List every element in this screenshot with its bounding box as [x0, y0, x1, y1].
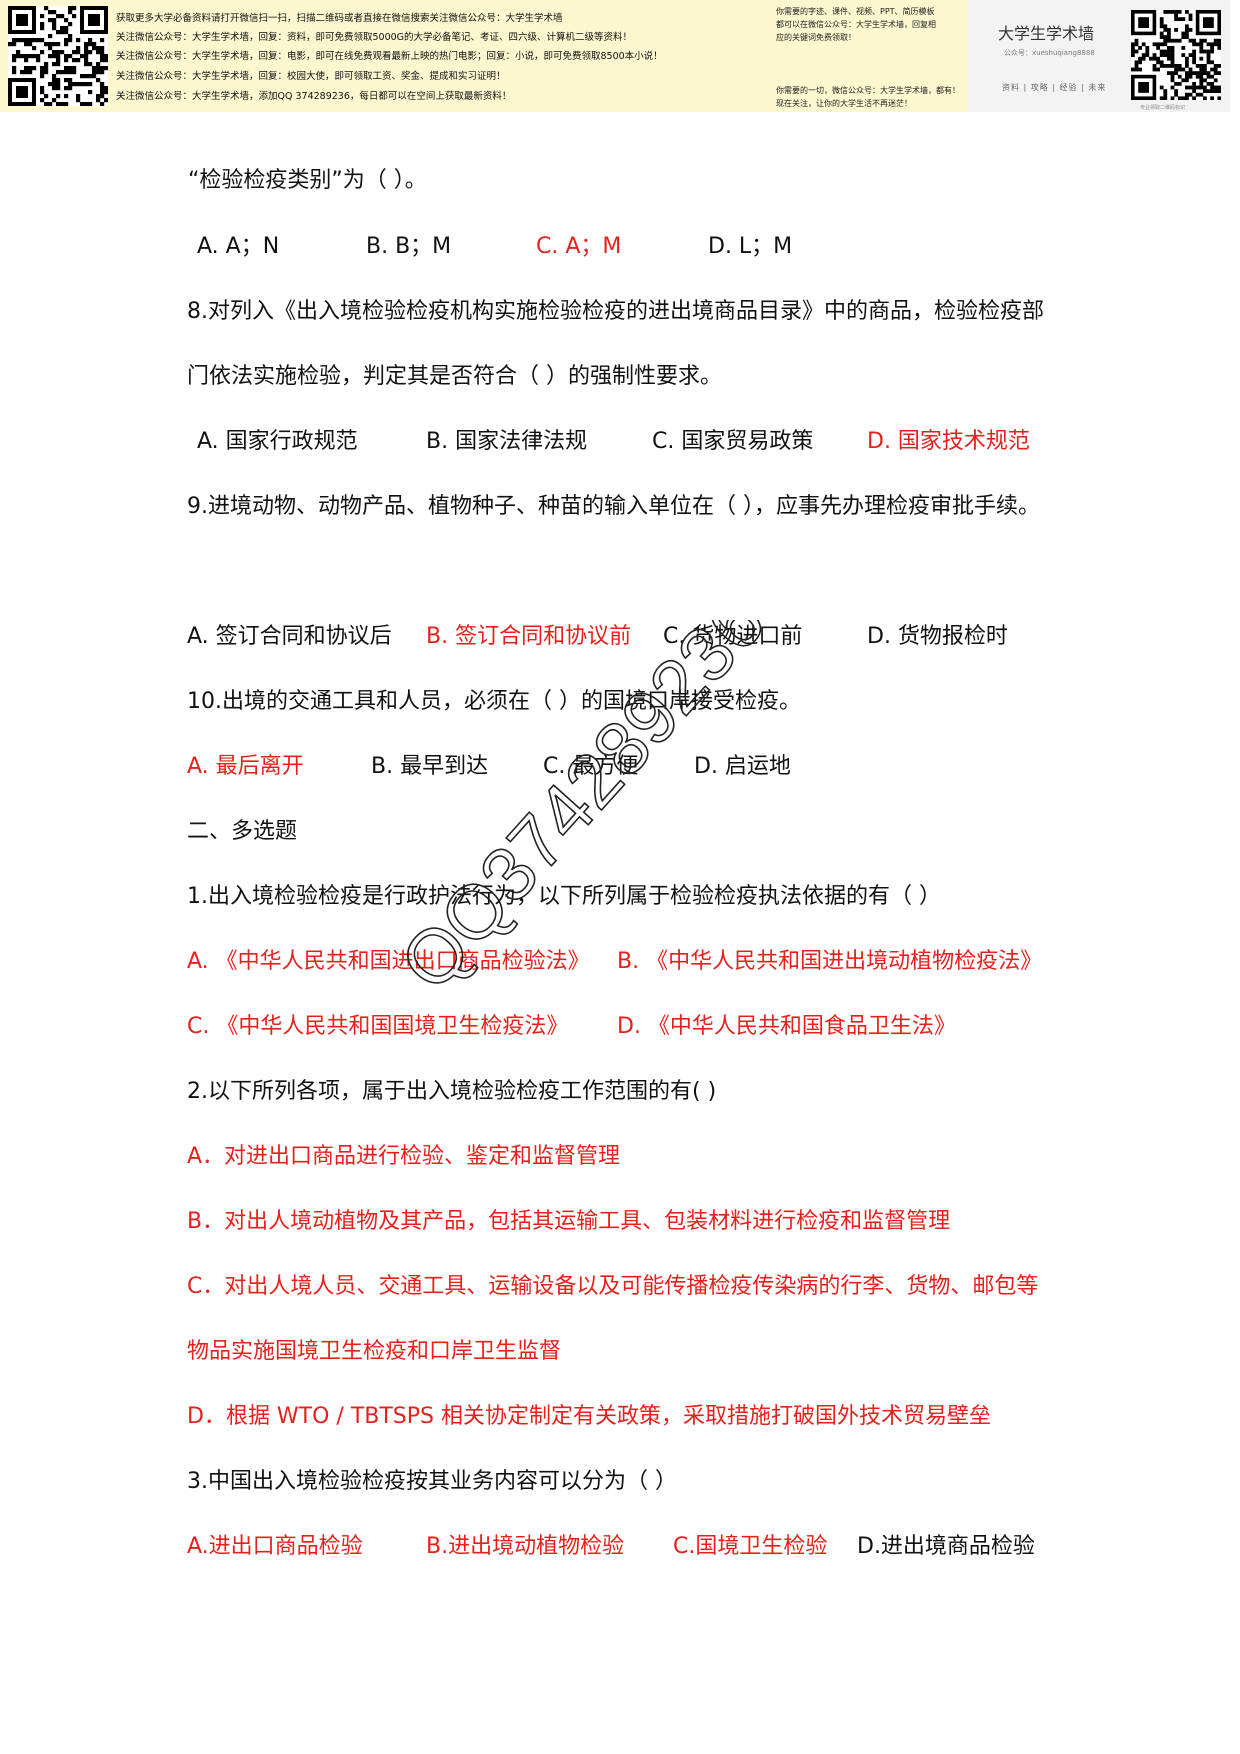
- brand-title: 大学生学术墙: [998, 24, 1095, 43]
- option: D. L；M: [708, 234, 793, 259]
- ad-side-line: 你需要的一切，微信公众号：大学生学术墙，都有！: [776, 86, 960, 95]
- option: D. 货物报检时: [867, 624, 1008, 649]
- ad-line: 关注微信公众号：大学生学术墙，回复：校园大使，即可领取工资、奖金、提成和实习证明…: [116, 71, 506, 82]
- answer-option: B．对出人境动植物及其产品，包括其运输工具、包装材料进行检疫和监督管理: [187, 1209, 951, 1234]
- ad-line: 关注微信公众号：大学生学术墙，回复：资料，即可免费领取5000G的大学必备笔记、…: [116, 32, 633, 43]
- option: D. 启运地: [694, 754, 791, 779]
- ad-banner-left: [0, 0, 968, 112]
- option: A. 签订合同和协议后: [187, 624, 392, 649]
- question-text: 10.出境的交通工具和人员，必须在（ ）的国境口岸接受检疫。: [187, 689, 801, 714]
- option: B. B；M: [366, 234, 452, 259]
- answer-option: D. 《中华人民共和国食品卫生法》: [617, 1014, 956, 1039]
- answer-option: B.进出境动植物检验: [426, 1534, 625, 1559]
- answer-option: B. 《中华人民共和国进出境动植物检疫法》: [617, 949, 1043, 974]
- question-text: 9.进境动物、动物产品、植物种子、种苗的输入单位在（ ），应事先办理检疫审批手续…: [187, 494, 1040, 519]
- ad-side-line: 你需要的字迹、课件、视频、PPT、简历模板: [776, 7, 935, 16]
- option: C. 货物进口前: [663, 624, 803, 649]
- answer-option: A. 《中华人民共和国进出口商品检验法》: [187, 949, 590, 974]
- option: C. 国家贸易政策: [652, 429, 814, 454]
- option: A. 国家行政规范: [197, 429, 358, 454]
- ad-side-line: 应的关键词免费领取！: [776, 33, 856, 42]
- option: B. 国家法律法规: [426, 429, 588, 454]
- question-text: 2.以下所列各项，属于出入境检验检疫工作范围的有( ): [187, 1079, 717, 1104]
- qr-code-icon: [8, 6, 108, 106]
- section-heading: 二、多选题: [187, 819, 298, 844]
- answer-option: B. 签订合同和协议前: [426, 624, 632, 649]
- ad-side-line: 都可以在微信公众号：大学生学术墙，回复相: [776, 20, 936, 29]
- qr-code-icon: [1131, 10, 1221, 100]
- answer-option: C. A；M: [536, 234, 622, 259]
- ad-line: 获取更多大学必备资料请打开微信扫一扫，扫描二维码或者直接在微信搜索关注微信公众号…: [116, 13, 563, 24]
- brand-footnote: 专业领取二维码标识: [1140, 105, 1186, 111]
- answer-option: A. 最后离开: [187, 754, 304, 779]
- question-text: 3.中国出入境检验检疫按其业务内容可以分为（ ）: [187, 1469, 677, 1494]
- brand-subtitle: 公众号：xueshuqiang8888: [1004, 49, 1095, 57]
- ad-line: 关注微信公众号：大学生学术墙，回复：电影，即可在线免费观看最新上映的热门电影；回…: [116, 51, 663, 62]
- ad-line: 关注微信公众号：大学生学术墙，添加QQ 374289236，每日都可以在空间上获…: [116, 91, 512, 102]
- answer-option: D. 国家技术规范: [867, 429, 1030, 454]
- option: B. 最早到达: [371, 754, 489, 779]
- answer-option-continued: 物品实施国境卫生检疫和口岸卫生监督: [187, 1339, 562, 1364]
- question-text: 门依法实施检验，判定其是否符合（ ）的强制性要求。: [187, 364, 722, 389]
- ad-banner: 获取更多大学必备资料请打开微信扫一扫，扫描二维码或者直接在微信搜索关注微信公众号…: [0, 0, 1240, 116]
- option: C. 最方便: [543, 754, 639, 779]
- answer-option: C. 《中华人民共和国国境卫生检疫法》: [187, 1014, 569, 1039]
- answer-option: C．对出人境人员、交通工具、运输设备以及可能传播检疫传染病的行李、货物、邮包等: [187, 1274, 1039, 1299]
- option: A. A；N: [197, 234, 280, 259]
- answer-option: C.国境卫生检验: [673, 1534, 828, 1559]
- question-text: 8.对列入《出入境检验检疫机构实施检验检疫的进出境商品目录》中的商品，检验检疫部: [187, 299, 1044, 324]
- question-text: “检验检疫类别”为（ ）。: [188, 168, 427, 193]
- answer-option: A．对进出口商品进行检验、鉴定和监督管理: [187, 1144, 621, 1169]
- ad-side-line: 现在关注，让你的大学生活不再迷茫！: [776, 99, 912, 108]
- brand-nav: 资料 | 攻略 | 经验 | 未来: [1002, 83, 1107, 92]
- answer-option: A.进出口商品检验: [187, 1534, 363, 1559]
- answer-option: D．根据 WTO / TBTSPS 相关协定制定有关政策，采取措施打破国外技术贸…: [187, 1404, 992, 1429]
- option: D.进出境商品检验: [857, 1534, 1035, 1559]
- question-text: 1.出入境检验检疫是行政护法行为，以下所列属于检验检疫执法依据的有（ ）: [187, 884, 941, 909]
